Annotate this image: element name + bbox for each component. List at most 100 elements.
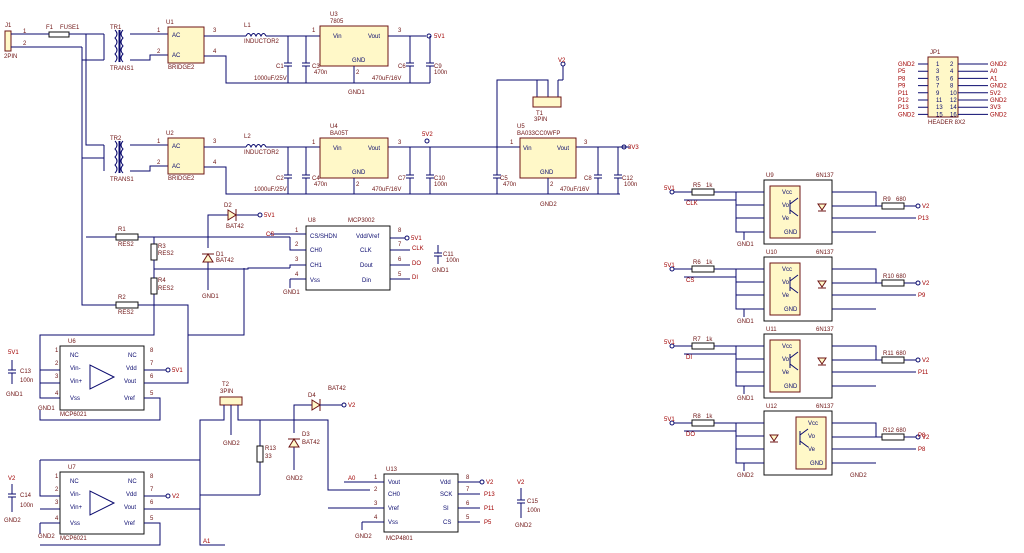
header-left-net-4: P11: [898, 91, 909, 97]
u1-pin4: 4: [213, 49, 217, 55]
c3-value: 470n: [314, 70, 327, 76]
u4-value: BA05T: [330, 131, 349, 137]
u9-value: 6N137: [816, 173, 834, 179]
u8-num-r4: 5: [398, 272, 402, 278]
net-3v3: 3V3: [628, 145, 639, 151]
u6-value: MCP6021: [60, 412, 87, 418]
u7-pin-l2: Vin-: [70, 492, 81, 498]
resistor-r10: [881, 279, 905, 287]
u1-pin3: 3: [213, 28, 217, 34]
d4-value: BAT42: [328, 386, 347, 392]
u4-pin3: 3: [398, 140, 402, 146]
u13-num-l2: 2: [374, 487, 378, 493]
net-a1: A1: [203, 539, 211, 545]
r10-ref: R10: [883, 274, 895, 280]
c4-ref: C4: [312, 176, 320, 182]
u6-pin-l2: Vin-: [70, 366, 81, 372]
u6-num-l3: 3: [55, 374, 59, 380]
u7-num-r2: 7: [150, 487, 154, 493]
resistor-r7: [691, 342, 715, 350]
u10-vo-label: Vo: [782, 280, 790, 286]
u13-pin-r4: CS: [443, 520, 451, 526]
u7-num-r1: 8: [150, 474, 154, 480]
c10-value: 100n: [434, 182, 447, 188]
header-right-net-1: A0: [990, 69, 998, 75]
u1-value: BRIDGE2: [168, 65, 195, 71]
u6-num-r2: 7: [150, 361, 154, 367]
net-do-u8: DO: [412, 261, 421, 267]
f1-ref: F1: [46, 25, 54, 31]
resistor-r5: [691, 188, 715, 196]
diode-d1: [202, 253, 214, 263]
u7-pin-r1: NC: [128, 479, 137, 485]
r3-value: RES2: [158, 251, 174, 257]
c11-value: 100n: [446, 258, 459, 264]
c6-ref: C6: [398, 64, 406, 70]
opamp-u6-section: 5V1 C13 100n GND1 U6 MCP6021 NC Vin- Vin…: [6, 335, 189, 421]
u8-num-r2: 7: [398, 242, 402, 248]
u9-gnd-label: GND: [784, 230, 798, 236]
resistor-r6: [691, 265, 715, 273]
u11-vcc-label: Vcc: [782, 344, 792, 350]
u9-ve-label: Ve: [782, 216, 790, 222]
header-right-net-5: GND2: [990, 98, 1007, 104]
c12-ref: C12: [622, 176, 634, 182]
header-right-num-3: 8: [950, 84, 954, 90]
net-5v1-u6-vdd: 5V1: [172, 368, 183, 374]
r7-value: 1k: [706, 337, 713, 343]
net-5v1-u8: 5V1: [411, 236, 422, 242]
header-left-net-3: P9: [898, 84, 906, 90]
tr2-value: TRANS1: [110, 177, 134, 183]
r5-value: 1k: [706, 183, 713, 189]
u12-led-icon: [769, 434, 779, 443]
diode-d4: [311, 399, 321, 411]
u10-signal-net: CS: [686, 278, 694, 284]
u13-num-l4: 4: [374, 515, 378, 521]
net-5v2-mid: 5V2: [422, 132, 433, 138]
resistor-r12: [881, 433, 905, 441]
u5-pin1: 1: [510, 140, 514, 146]
u8-num-l1: 1: [295, 228, 299, 234]
u1-ac2: AC: [172, 53, 181, 59]
c3-ref: C3: [312, 64, 320, 70]
gnd2-d3: GND2: [286, 476, 303, 482]
gnd1-c11: GND1: [432, 268, 449, 274]
net-p13-u13: P13: [484, 492, 495, 498]
c13-value: 100n: [20, 378, 33, 384]
u10-gnd-label: GND: [784, 307, 798, 313]
transformer-tr1: [103, 29, 124, 63]
u13-pin-l4: Vss: [388, 520, 398, 526]
u11-vo-label: Vo: [782, 357, 790, 363]
u3-pin2: 2: [356, 70, 360, 76]
u11-ve-label: Ve: [782, 370, 790, 376]
t2-value: 3PIN: [220, 389, 233, 395]
c14-ref: C14: [20, 493, 32, 499]
u12-p8-net: P8: [918, 433, 926, 439]
u4-gnd: GND: [352, 170, 366, 176]
u6-pin-l3: Vin+: [70, 379, 83, 385]
d3-ref: D3: [302, 432, 310, 438]
opamp-u7-triangle: [89, 490, 116, 516]
u8-num-l3: 3: [295, 257, 299, 263]
header-left-net-6: P13: [898, 105, 909, 111]
c14-value: 100n: [20, 503, 33, 509]
u13-value: MCP4801: [386, 536, 413, 542]
adc-section: R1 RES2 R2 RES2 R3 RES2 R4 RES2 D2 BAT42…: [39, 203, 459, 399]
r11-ref: R11: [883, 351, 894, 357]
gnd2-u7: GND2: [4, 518, 21, 524]
r3-ref: R3: [158, 244, 166, 250]
u11-gnd-net: GND1: [737, 396, 754, 402]
u12-vcc-label: Vcc: [808, 421, 818, 427]
c1-ref: C1: [276, 64, 284, 70]
r6-value: 1k: [706, 260, 713, 266]
u3-vout: Vout: [368, 34, 380, 40]
gnd2-u13: GND2: [355, 534, 372, 540]
u13-ref: U13: [386, 467, 398, 473]
u7-value: MCP6021: [60, 536, 87, 542]
u5-gnd: GND: [540, 170, 554, 176]
u11-value: 6N137: [816, 327, 834, 333]
net-p5-u13: P5: [484, 520, 492, 526]
